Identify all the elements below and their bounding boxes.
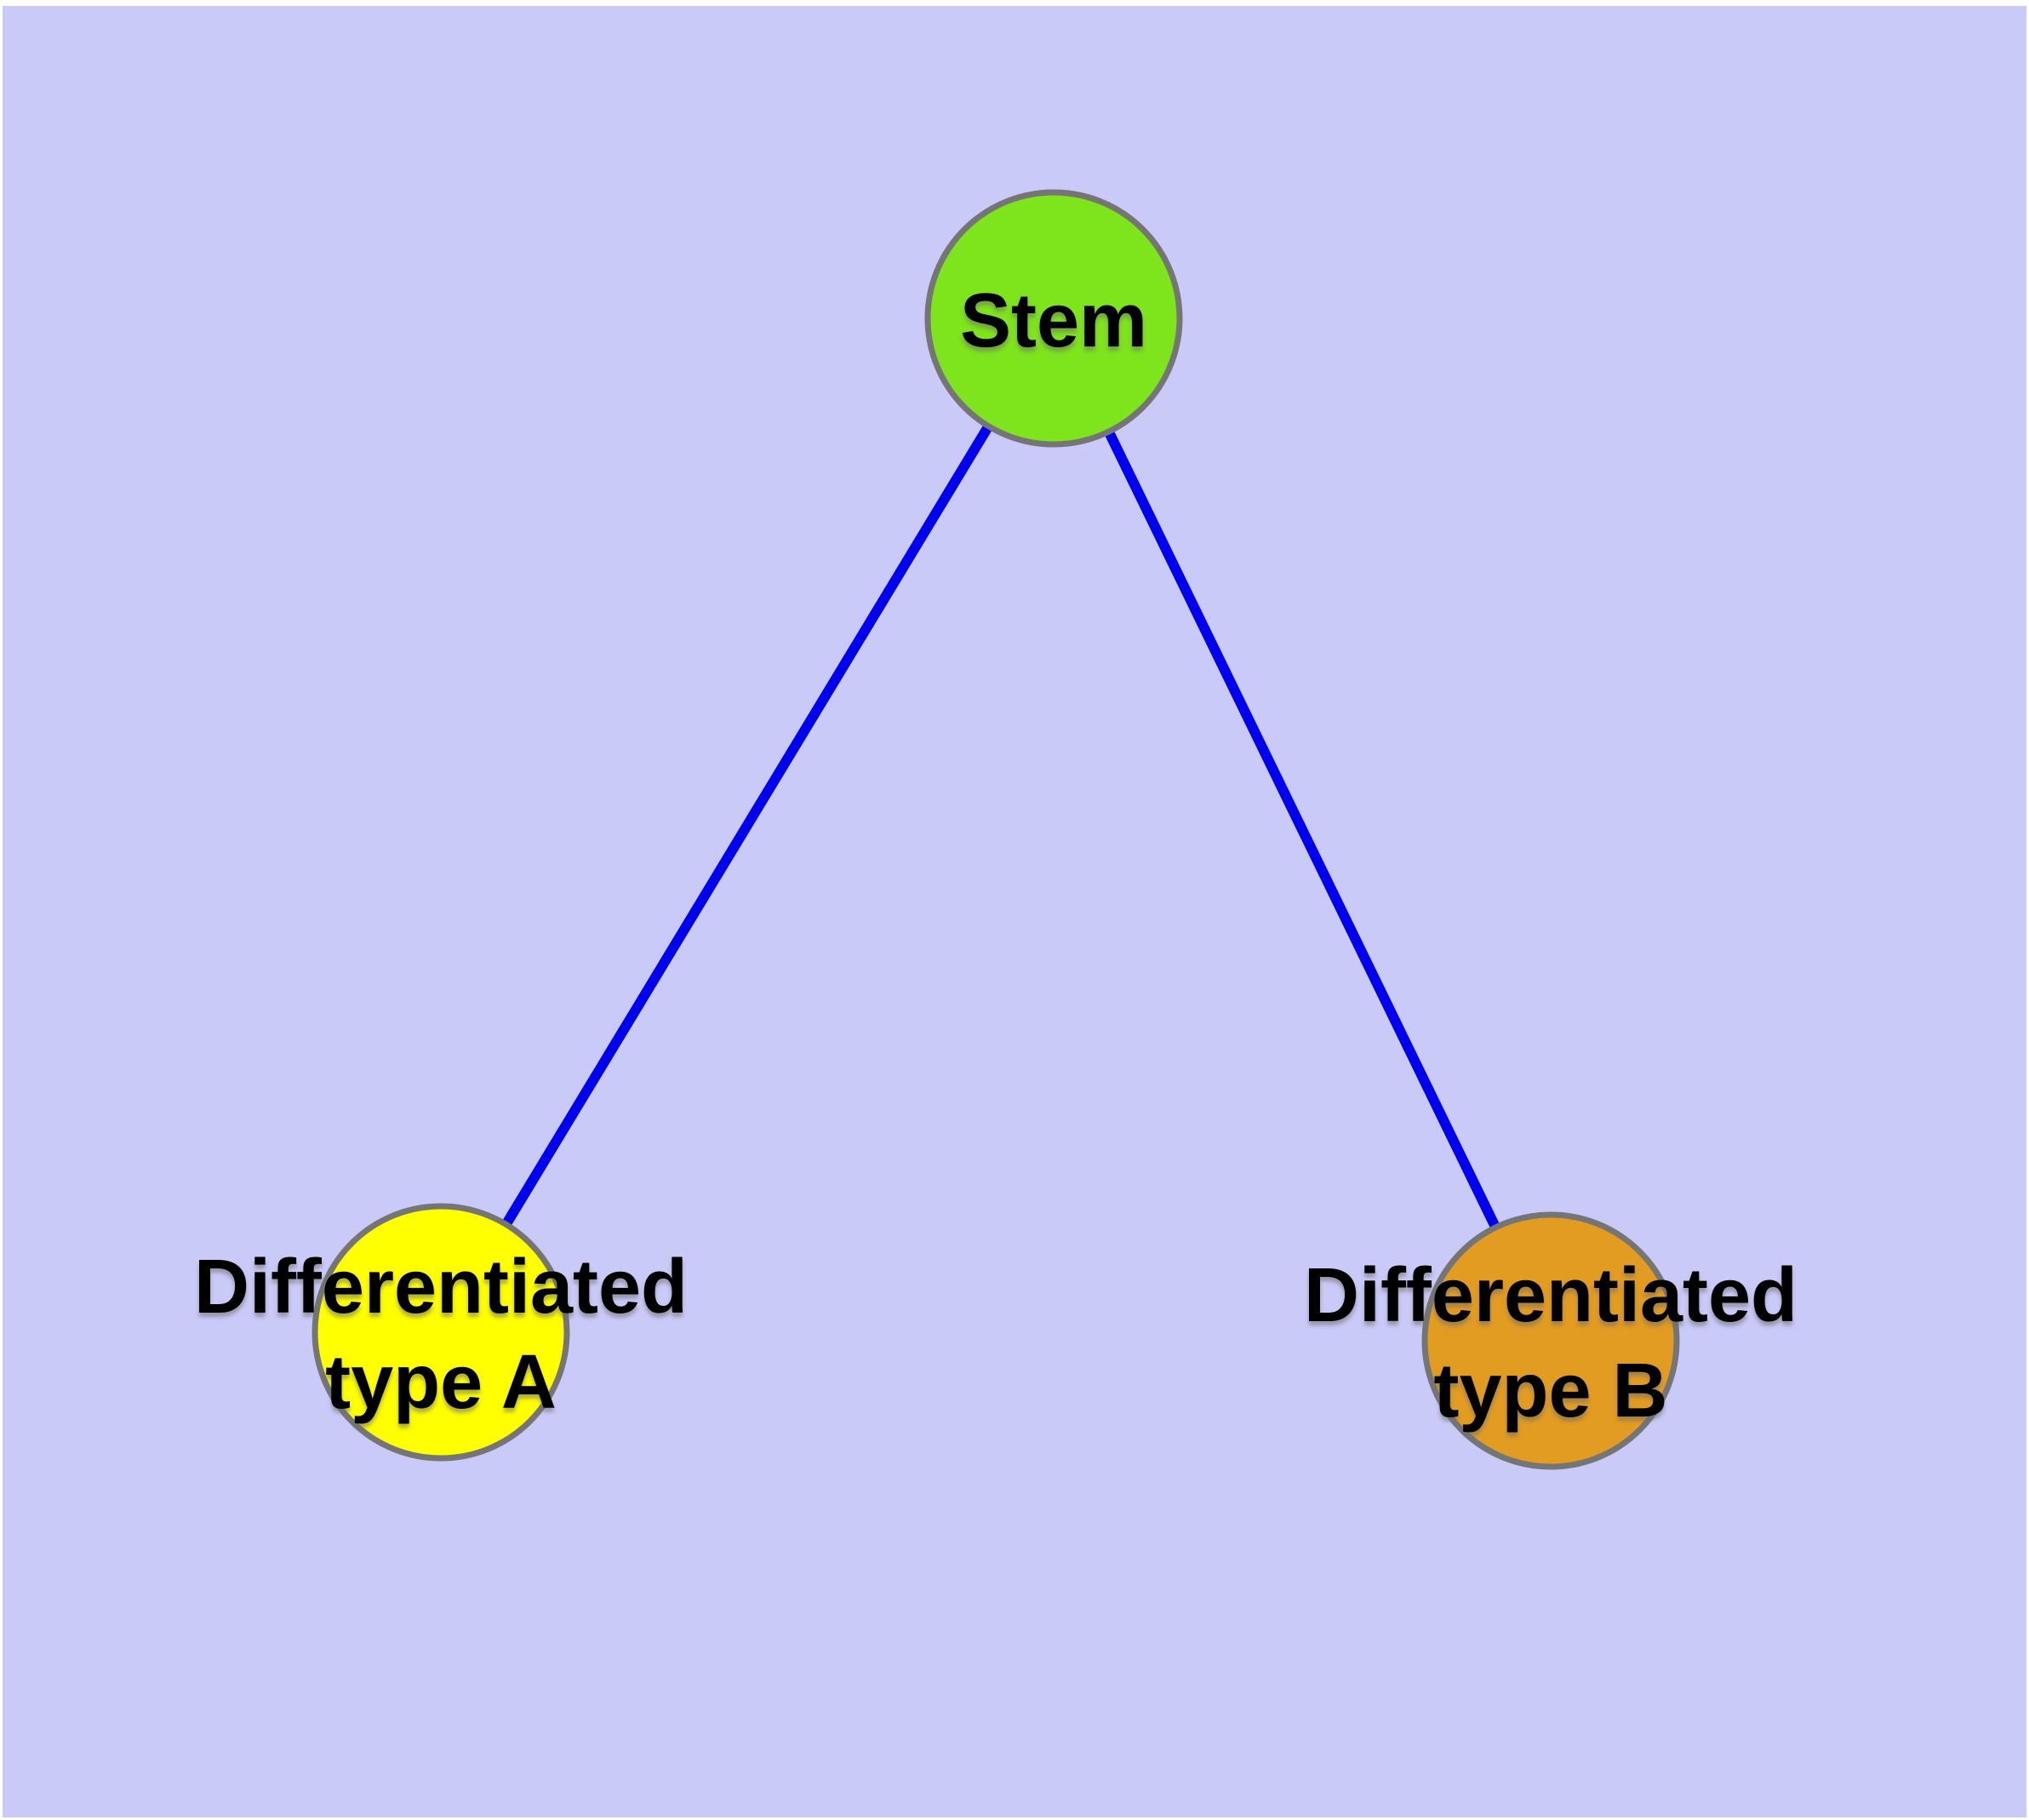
node-stem-label: Stem xyxy=(960,278,1147,363)
node-diff-type-a-label: Differentiated type A xyxy=(194,1245,688,1425)
edge-stem-to-diff-type-a xyxy=(436,315,1059,1336)
node-diff-type-b-label-line-1: type B xyxy=(1433,1348,1667,1434)
node-stem: Stem xyxy=(924,189,1183,448)
node-diff-type-b-circle xyxy=(1421,1211,1680,1470)
node-diff-type-a: Differentiated type A xyxy=(194,1203,688,1462)
node-diff-type-a-circle xyxy=(311,1203,570,1462)
node-stem-circle xyxy=(924,189,1183,448)
node-diff-type-b: Differentiated type B xyxy=(1304,1211,1798,1470)
edge-stem-to-diff-type-b xyxy=(1049,316,1556,1343)
node-stem-label-line-0: Stem xyxy=(960,278,1147,363)
node-diff-type-b-label: Differentiated type B xyxy=(1304,1253,1798,1434)
node-diff-type-a-label-line-0: Differentiated xyxy=(194,1245,688,1330)
node-diff-type-b-label-line-0: Differentiated xyxy=(1304,1253,1798,1338)
node-diff-type-a-label-line-1: type A xyxy=(325,1340,557,1425)
